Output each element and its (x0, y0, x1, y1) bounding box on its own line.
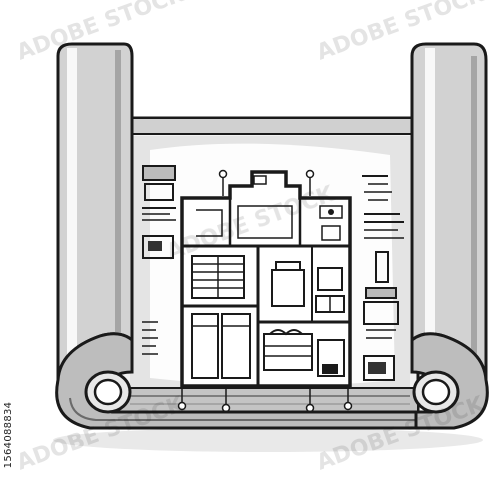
stock-id-label: 1564088834 (2, 380, 16, 490)
floor-plan (180, 170, 352, 388)
sheet-right-detail (362, 175, 404, 381)
ground-shadow (53, 428, 483, 452)
sheet-left-detail (142, 165, 176, 355)
dimension-markers (177, 169, 353, 413)
left-paper-roll (55, 42, 432, 430)
right-paper-roll (410, 42, 489, 430)
stock-id-text: 1564088834 (3, 401, 14, 469)
